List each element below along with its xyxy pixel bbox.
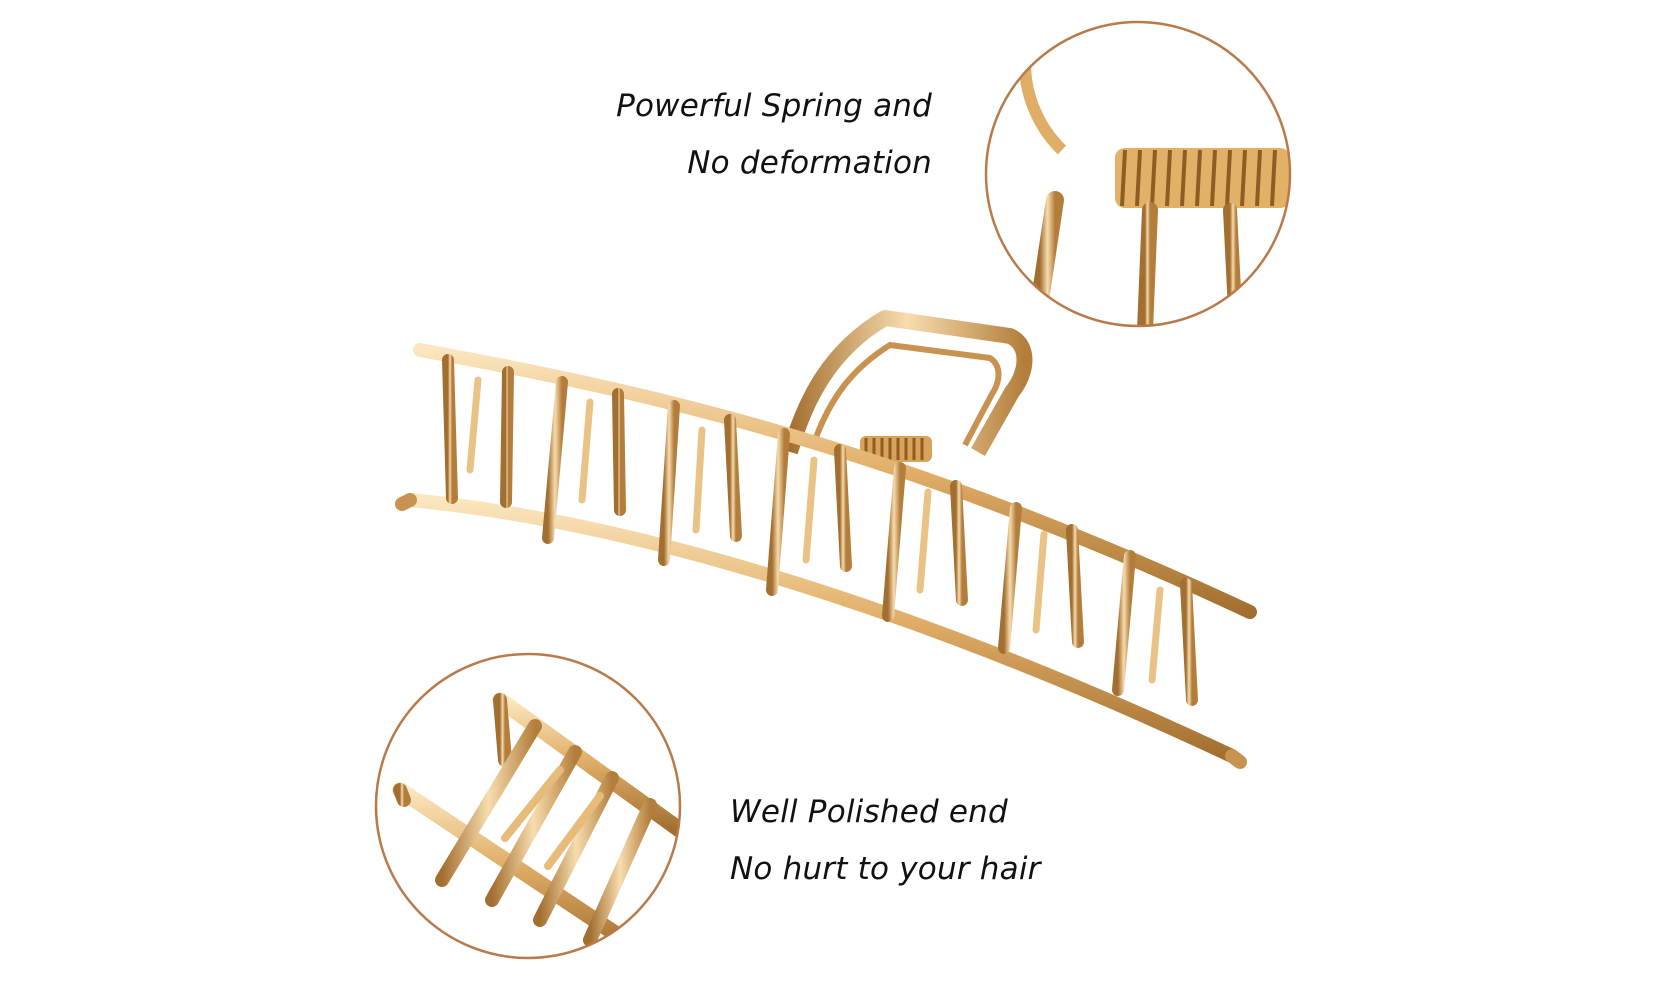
spring-caption: Powerful Spring and No deformation <box>616 78 932 192</box>
hair-clip-main <box>395 310 1257 769</box>
detail-circle-outline <box>374 652 682 960</box>
spring-caption-line1: Powerful Spring and <box>616 88 932 124</box>
polished-end-caption-line2: No hurt to your hair <box>730 851 1041 887</box>
spring-closeup-icon <box>984 20 1292 328</box>
detail-circle-outline <box>984 20 1292 328</box>
spring-caption-line2: No deformation <box>687 145 932 181</box>
polished-end-caption-line1: Well Polished end <box>730 794 1008 830</box>
polished-end-caption: Well Polished end No hurt to your hair <box>730 784 1041 898</box>
polished-end-closeup-icon <box>374 652 682 960</box>
